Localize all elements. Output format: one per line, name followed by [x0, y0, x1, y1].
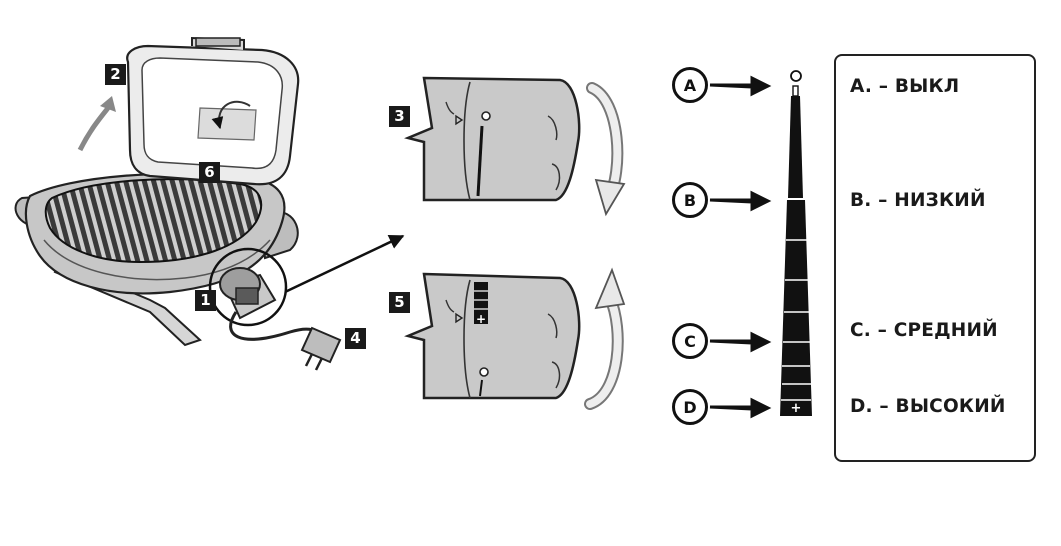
scale-pointer-arrows [709, 75, 772, 419]
detail-pointer-arrow [284, 234, 405, 294]
step-number-2: 2 [105, 64, 126, 85]
legend-item-high: D. – ВЫСОКИЙ [850, 396, 1006, 417]
step-number-6: 6 [199, 162, 220, 183]
legend-item-low: B. – НИЗКИЙ [850, 190, 986, 211]
scale-high-plus-mark: + [790, 401, 802, 416]
setting-marker-d: D [672, 389, 708, 425]
knob-high-plus-mark: + [475, 312, 487, 326]
legend-item-off: A. – ВЫКЛ [850, 76, 960, 97]
step-number-5: 5 [389, 292, 410, 313]
heat-scale-icon [780, 70, 812, 416]
setting-marker-a: A [672, 67, 708, 103]
step-number-1: 1 [195, 290, 216, 311]
heat-settings-legend: A. – ВЫКЛ B. – НИЗКИЙ C. – СРЕДНИЙ D. – … [834, 54, 1036, 462]
step-number-4: 4 [345, 328, 366, 349]
legend-item-medium: C. – СРЕДНИЙ [850, 320, 998, 341]
step-number-3: 3 [389, 106, 410, 127]
rotate-clockwise-arrow-icon [586, 82, 626, 217]
setting-marker-c: C [672, 323, 708, 359]
setting-marker-b: B [672, 182, 708, 218]
rotate-counterclockwise-arrow-icon [584, 267, 626, 410]
control-knob-high-icon [404, 272, 581, 400]
electric-grill-icon [14, 36, 342, 371]
control-knob-off-icon [404, 76, 581, 202]
